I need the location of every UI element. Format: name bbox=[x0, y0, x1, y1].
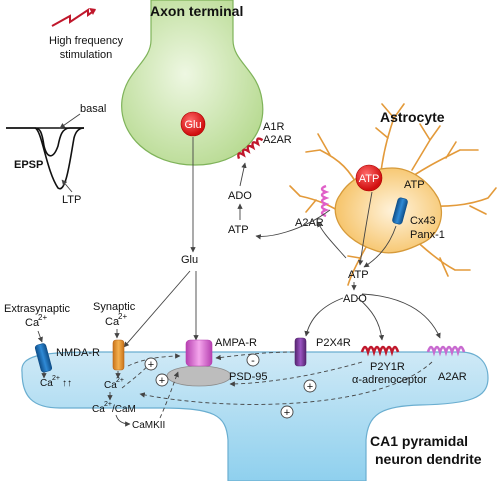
astrocyte-title: Astrocyte bbox=[380, 109, 445, 125]
diagram-label: Glu bbox=[181, 254, 198, 266]
diagram-label: ATP bbox=[404, 179, 425, 191]
diagram-shape bbox=[215, 351, 295, 361]
diagram-shape bbox=[280, 405, 294, 419]
diagram-label: 2+ bbox=[118, 312, 127, 321]
diagram-shape bbox=[317, 221, 347, 259]
diagram-shape bbox=[155, 373, 169, 387]
diagram-shape bbox=[357, 297, 385, 341]
p2y1r-receptor-icon bbox=[360, 345, 400, 357]
ampa-receptor-icon bbox=[185, 339, 213, 367]
diagram-label: P2X4R bbox=[316, 337, 351, 349]
atp-vesicle: ATP bbox=[355, 164, 383, 192]
a1r-a2ar-receptor-icon bbox=[237, 137, 264, 159]
diagram-shape bbox=[304, 297, 344, 337]
diagram-label: basal bbox=[80, 103, 106, 115]
diagram-label: A2AR bbox=[438, 371, 467, 383]
glu-vesicle: Glu bbox=[180, 111, 206, 137]
epsp-trace bbox=[6, 127, 85, 190]
lightning-arrow-icon bbox=[51, 8, 96, 27]
diagram-label: ↑↑ bbox=[62, 378, 72, 389]
diagram-shape bbox=[229, 361, 363, 387]
diagram-label: NMDA-R bbox=[56, 347, 100, 359]
diagram-label: stimulation bbox=[60, 49, 113, 61]
diagram-shape bbox=[180, 111, 206, 137]
extrasynaptic-nmda-channel-icon bbox=[34, 343, 53, 373]
diagram-label: AMPA-R bbox=[215, 337, 257, 349]
diagram-shape bbox=[123, 270, 191, 348]
diagram-label: + bbox=[307, 381, 313, 393]
diagram-label: ADO bbox=[228, 190, 252, 202]
diagram-label: Synaptic bbox=[93, 301, 136, 313]
diagram-label: Extrasynaptic bbox=[4, 303, 71, 315]
axon-terminal-body bbox=[121, 0, 264, 166]
synaptic-nmda-channel-icon bbox=[112, 339, 125, 371]
diagram-shape bbox=[255, 209, 331, 240]
diagram-shape bbox=[115, 414, 131, 427]
diagram-shape bbox=[361, 293, 441, 339]
diagram-label: + bbox=[284, 407, 290, 419]
diagram-label: Cx43 bbox=[410, 215, 436, 227]
diagram-label: ATP bbox=[348, 269, 369, 281]
diagram-shape bbox=[239, 162, 247, 187]
dendrite-body bbox=[21, 351, 489, 482]
diagram-label: EPSP bbox=[14, 159, 43, 171]
diagram-shape bbox=[34, 127, 85, 190]
diagram-label: A2AR bbox=[263, 134, 292, 146]
diagram-label: ATP bbox=[359, 173, 380, 185]
diagram-label: P2Y1R bbox=[370, 361, 405, 373]
diagram-label: Ca bbox=[25, 317, 40, 329]
diagram-shape bbox=[37, 330, 43, 343]
dendrite-a2ar-receptor-icon bbox=[426, 345, 466, 357]
diagram-label: + bbox=[148, 359, 154, 371]
diagram-label: Ca bbox=[92, 404, 105, 415]
diagram-shape bbox=[363, 225, 397, 268]
diagram-label: Panx-1 bbox=[410, 229, 445, 241]
diagram-shape bbox=[411, 123, 441, 171]
diagram-shape bbox=[139, 361, 433, 405]
diagram-label: A1R bbox=[263, 121, 284, 133]
diagram-label: /CaM bbox=[112, 404, 136, 415]
diagram-label: Ca bbox=[104, 380, 117, 391]
diagram-label: High frequency bbox=[49, 35, 123, 47]
cx43-panx1-channel-icon bbox=[392, 197, 408, 225]
p2x4r-channel-icon bbox=[294, 337, 307, 367]
diagram-label: LTP bbox=[62, 194, 81, 206]
diagram-shape bbox=[303, 379, 317, 393]
diagram-shape bbox=[6, 127, 84, 157]
diagram-shape bbox=[59, 113, 81, 129]
diagram-label: CaMKII bbox=[132, 420, 165, 431]
diagram-label: - bbox=[251, 355, 255, 367]
diagram-shape bbox=[144, 357, 158, 371]
diagram-label: 2+ bbox=[52, 375, 60, 382]
diagram-label: α-adrenoceptor bbox=[352, 374, 427, 386]
diagram-label: ATP bbox=[228, 224, 249, 236]
diagram-shape bbox=[355, 164, 383, 192]
diagram-label: Ca bbox=[40, 378, 53, 389]
astrocyte-a2ar-icon bbox=[320, 184, 330, 218]
diagram-label: 2+ bbox=[116, 377, 124, 384]
diagram-label: Ca bbox=[105, 316, 120, 328]
diagram-label: ADO bbox=[343, 293, 367, 305]
diagram-shape bbox=[357, 191, 373, 266]
diagram-shape bbox=[61, 179, 73, 193]
ca1-title-line1: CA1 pyramidal bbox=[370, 433, 468, 449]
modulation-signs: + + - + + bbox=[144, 353, 317, 419]
diagram-label: PSD-95 bbox=[229, 371, 268, 383]
axon-terminal-title: Axon terminal bbox=[150, 3, 243, 19]
ca1-title-line2: neuron dendrite bbox=[375, 451, 482, 467]
diagram-label: 2+ bbox=[104, 401, 112, 408]
diagram-label: + bbox=[159, 375, 165, 387]
diagram-shape bbox=[159, 371, 179, 419]
diagram-shape bbox=[246, 353, 260, 367]
diagram-shape bbox=[89, 8, 96, 15]
diagram-label: 2+ bbox=[38, 313, 47, 322]
diagram-shape bbox=[375, 103, 405, 181]
astrocyte-body bbox=[334, 167, 443, 254]
diagram-label: Glu bbox=[184, 119, 201, 131]
